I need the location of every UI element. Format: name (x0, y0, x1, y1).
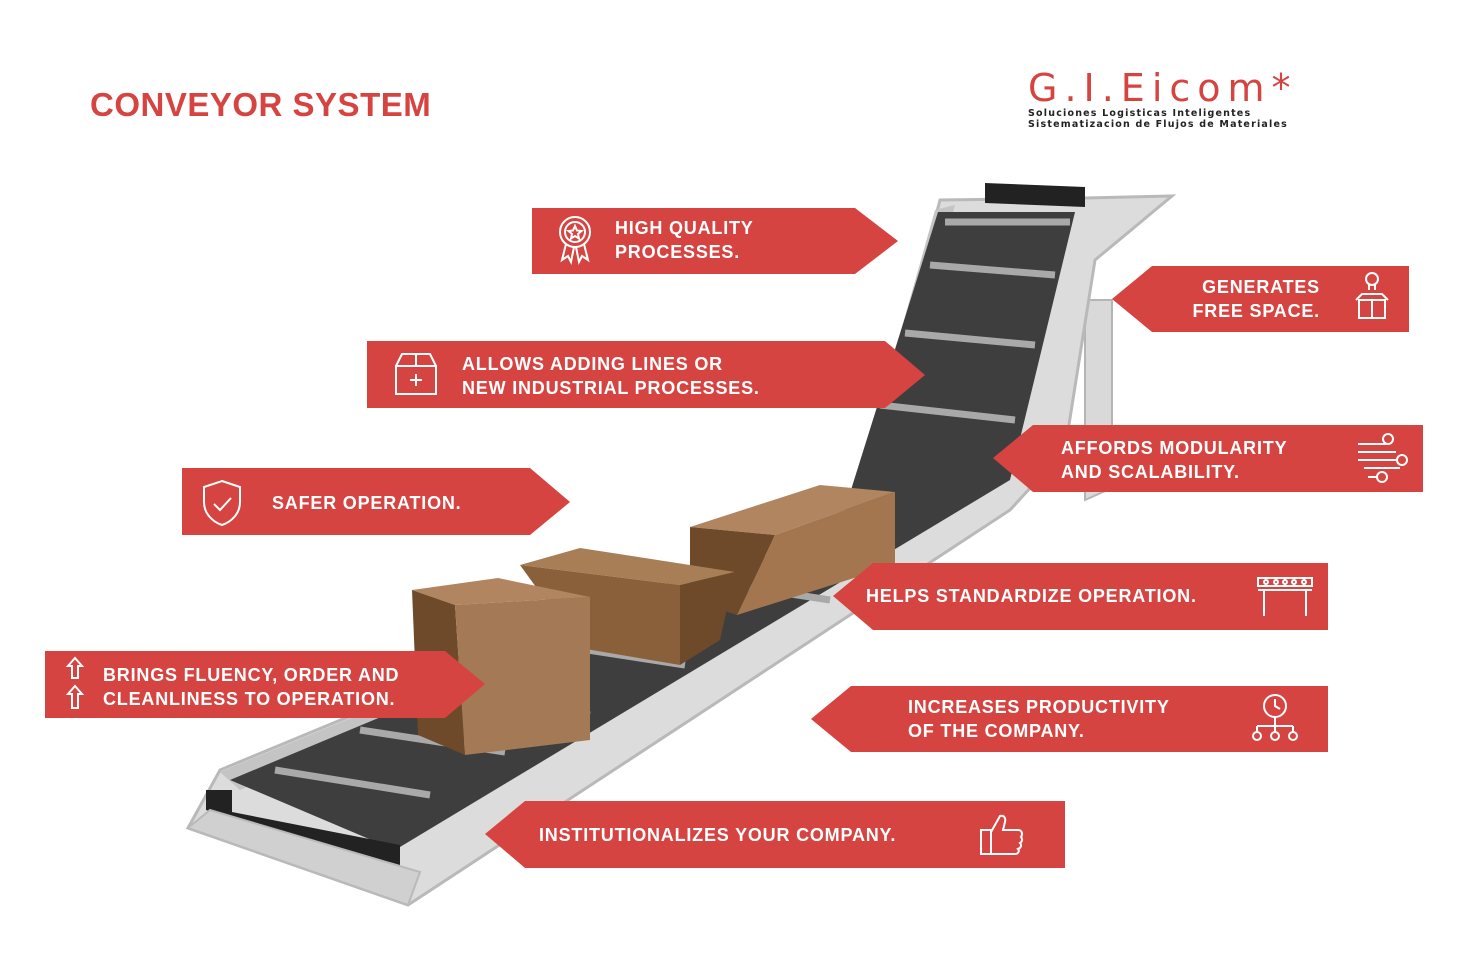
banner-free-space (1112, 266, 1409, 332)
label-fluency-line1: BRINGS FLUENCY, ORDER AND (103, 665, 400, 685)
banner-productivity (811, 686, 1328, 752)
label-productivity: INCREASES PRODUCTIVITY OF THE COMPANY. (908, 695, 1170, 743)
label-free-space-line1: GENERATES (1202, 277, 1320, 297)
box-middle (520, 548, 735, 665)
up-arrows-icon (65, 656, 85, 709)
banner-fluency (45, 651, 485, 718)
logo-name: G.I.Eicom* (1028, 66, 1298, 110)
thumbs-up-icon (980, 814, 1024, 855)
label-adding-lines-line1: ALLOWS ADDING LINES OR (462, 354, 723, 374)
banner-safer (182, 468, 570, 535)
label-fluency: BRINGS FLUENCY, ORDER AND CLEANLINESS TO… (103, 663, 399, 711)
label-institutionalizes: INSTITUTIONALIZES YOUR COMPANY. (539, 823, 896, 847)
label-adding-lines-line2: NEW INDUSTRIAL PROCESSES. (462, 378, 760, 398)
label-productivity-line1: INCREASES PRODUCTIVITY (908, 697, 1170, 717)
banner-adding-lines (367, 341, 925, 408)
conveyor-bottom-end (206, 790, 400, 865)
label-adding-lines: ALLOWS ADDING LINES OR NEW INDUSTRIAL PR… (462, 352, 760, 400)
conveyor-rollers-icon (1358, 433, 1408, 483)
conveyor-top-cap (985, 183, 1085, 207)
banners (45, 208, 1423, 868)
label-high-quality: HIGH QUALITY PROCESSES. (615, 216, 754, 264)
box-plus-icon (395, 353, 437, 395)
banner-institutionalizes (485, 801, 1065, 868)
box-lightbulb-icon (1355, 272, 1389, 319)
banner-high-quality (532, 208, 898, 274)
page-title: CONVEYOR SYSTEM (90, 86, 432, 123)
label-modularity-line1: AFFORDS MODULARITY (1061, 438, 1288, 458)
company-logo: G.I.Eicom* Soluciones Logisticas Intelig… (1028, 68, 1408, 130)
label-standardize: HELPS STANDARDIZE OPERATION. (866, 584, 1197, 608)
label-modularity-line2: AND SCALABILITY. (1061, 462, 1240, 482)
label-standardize-line1: HELPS STANDARDIZE OPERATION. (866, 586, 1197, 606)
label-modularity: AFFORDS MODULARITY AND SCALABILITY. (1061, 436, 1287, 484)
label-safer-line1: SAFER OPERATION. (272, 493, 462, 513)
banner-standardize (833, 563, 1328, 630)
conveyor-table-icon (1257, 577, 1313, 616)
label-free-space-line2: FREE SPACE. (1192, 301, 1320, 321)
banner-modularity (993, 425, 1423, 492)
label-free-space: GENERATES FREE SPACE. (1160, 275, 1320, 323)
label-productivity-line2: OF THE COMPANY. (908, 721, 1085, 741)
label-safer: SAFER OPERATION. (272, 491, 461, 515)
logo-tagline-1: Soluciones Logisticas Inteligentes (1028, 108, 1252, 119)
conveyor-base (185, 808, 422, 907)
clock-network-icon (1252, 694, 1298, 741)
conveyor-belt (230, 212, 1075, 850)
label-fluency-line2: CLEANLINESS TO OPERATION. (103, 689, 396, 709)
award-ribbon-icon (559, 216, 591, 266)
shield-check-icon (203, 479, 241, 527)
label-institutionalizes-line1: INSTITUTIONALIZES YOUR COMPANY. (539, 825, 897, 845)
label-high-quality-line1: HIGH QUALITY (615, 218, 754, 238)
logo-tagline-2: Sistematizacion de Flujos de Materiales (1028, 119, 1288, 130)
label-high-quality-line2: PROCESSES. (615, 242, 741, 262)
